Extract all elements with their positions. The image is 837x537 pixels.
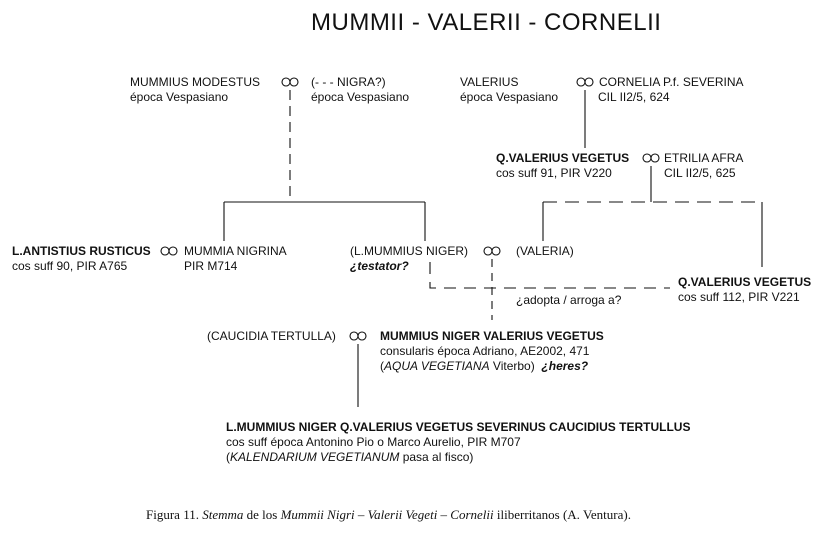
person-name: CORNELIA P.f. SEVERINA: [599, 75, 744, 89]
person-detail: PIR M714: [184, 259, 238, 273]
person-detail: época Vespasiano: [130, 90, 229, 104]
person-detail: cos suff 112, PIR V221: [678, 290, 800, 304]
person-valeria: (VALERIA): [516, 244, 574, 259]
person-detail: cos suff 90, PIR A765: [12, 259, 128, 273]
person-detail: ¿testator?: [350, 259, 409, 273]
person-name: L.ANTISTIUS RUSTICUS: [12, 244, 151, 258]
adoption-note: ¿adopta / arroga a?: [516, 293, 622, 307]
person-name: (CAUCIDIA TERTULLA): [207, 329, 336, 343]
adoption-line: [429, 262, 670, 289]
person-name: ETRILIA AFRA: [664, 151, 744, 165]
person-detail: época Vespasiano: [460, 90, 559, 104]
marriage-rings-antistius: [160, 246, 178, 256]
person-name: Q.VALERIUS VEGETUS: [678, 275, 812, 289]
person-detail-2: (AQUA VEGETIANA Viterbo) ¿heres?: [380, 359, 589, 373]
person-name: Q.VALERIUS VEGETUS: [496, 151, 630, 165]
person-q-valerius-vegetus-112: Q.VALERIUS VEGETUS cos suff 112, PIR V22…: [678, 275, 811, 305]
person-detail: consularis época Adriano, AE2002, 471: [380, 344, 590, 358]
heres-note: ¿heres?: [541, 359, 589, 373]
person-antistius-rusticus: L.ANTISTIUS RUSTICUS cos suff 90, PIR A7…: [12, 244, 151, 274]
marriage-rings-mummius-niger: [483, 246, 501, 256]
person-name: (- - - NIGRA?): [311, 75, 386, 89]
person-name: (VALERIA): [516, 244, 574, 258]
person-detail-2: (KALENDARIUM VEGETIANUM pasa al fisco): [226, 450, 474, 464]
person-mummius-niger-valerius-vegetus: MUMMIUS NIGER VALERIUS VEGETUS consulari…: [380, 329, 604, 374]
figure-caption: Figura 11. Stemma de los Mummii Nigri – …: [146, 507, 631, 522]
marriage-rings-caucidia: [349, 331, 367, 341]
person-caucidia-tertulla: (CAUCIDIA TERTULLA): [207, 329, 336, 344]
marriage-rings-vegetus-91: [642, 153, 660, 163]
person-detail: época Vespasiano: [311, 90, 410, 104]
person-name: MUMMIA NIGRINA: [184, 244, 287, 258]
person-mummia-nigrina: MUMMIA NIGRINA PIR M714: [184, 244, 287, 274]
person-detail: cos suff 91, PIR V220: [496, 166, 612, 180]
person-valerius: VALERIUS época Vespasiano: [460, 75, 558, 105]
person-name: MUMMIUS NIGER VALERIUS VEGETUS: [380, 329, 604, 343]
person-detail: CIL II2/5, 624: [598, 90, 670, 104]
person-name: VALERIUS: [460, 75, 519, 89]
person-name: (L.MUMMIUS NIGER): [350, 244, 468, 258]
person-mummius-niger: (L.MUMMIUS NIGER) ¿testator?: [350, 244, 468, 274]
person-detail: cos suff época Antonino Pio o Marco Aure…: [226, 435, 521, 449]
person-l-mummius-niger-severinus: L.MUMMIUS NIGER Q.VALERIUS VEGETUS SEVER…: [226, 420, 690, 465]
person-mummius-modestus: MUMMIUS MODESTUS época Vespasiano: [130, 75, 260, 105]
marriage-rings-modestus: [281, 77, 299, 87]
person-etrilia-afra: ETRILIA AFRA CIL II2/5, 625: [664, 151, 743, 181]
person-q-valerius-vegetus-91: Q.VALERIUS VEGETUS cos suff 91, PIR V220: [496, 151, 629, 181]
person-detail: CIL II2/5, 625: [664, 166, 736, 180]
marriage-rings-valerius: [576, 77, 594, 87]
person-nigra: (- - - NIGRA?) época Vespasiano: [311, 75, 409, 105]
person-name: L.MUMMIUS NIGER Q.VALERIUS VEGETUS SEVER…: [226, 420, 691, 434]
person-cornelia: CORNELIA P.f. SEVERINA CIL II2/5, 624: [598, 75, 744, 105]
person-name: MUMMIUS MODESTUS: [130, 75, 260, 89]
page-title: MUMMII - VALERII - CORNELII: [311, 9, 662, 36]
